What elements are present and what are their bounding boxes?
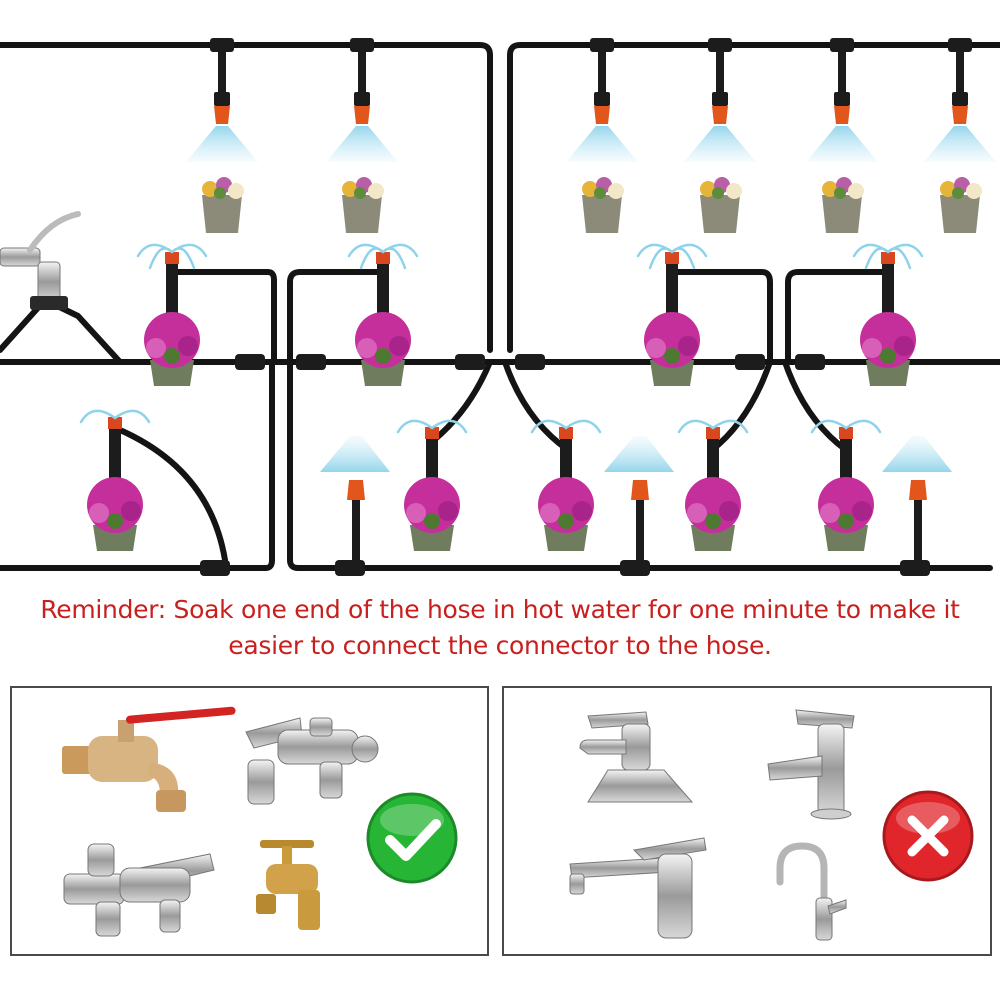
upright-mister-3 [882,436,952,560]
irrigation-system-diagram [0,38,1000,576]
hose-mid-branch [287,269,385,365]
gooseneck-faucet-icon [776,842,847,941]
hose-couplers [200,354,930,576]
reminder-line-1: Reminder: Soak one end of the hose in ho… [40,595,960,624]
flower-pots [87,177,982,551]
mister-5 [806,38,878,162]
green-pot-8 [685,427,741,551]
green-pot-4 [860,252,916,386]
hose-left-loop [0,42,493,353]
cross-icon [882,790,974,882]
green-pot-5 [87,417,143,551]
stone-pot-1 [202,177,244,233]
basin-mixer-faucet-icon [579,711,694,803]
upright-misters [320,436,952,560]
green-pot-3 [644,252,700,386]
top-misting-row [186,38,996,162]
mister-1 [186,38,258,162]
hose-drop-left [117,427,228,563]
stone-pot-2 [342,177,384,233]
upright-mister-1 [320,436,390,560]
stone-pot-5 [822,177,864,233]
hose-drop-mid2 [502,359,571,453]
hose-left-branch [172,269,277,365]
reminder-line-2: easier to connect the connector to the h… [228,631,772,660]
green-pot-2 [355,252,411,386]
drip-splashes [79,243,924,434]
kitchen-swivel-faucet-icon [569,837,707,939]
hose-right-branch-b [785,269,891,365]
hose-drop-mid [431,359,493,443]
incompatible-faucets-panel [502,686,992,956]
stone-pot-3 [582,177,624,233]
wall-mounted-chrome-tap-icon [245,717,379,805]
mister-2 [326,38,398,162]
stone-pot-6 [940,177,982,233]
hot-water-reminder: Reminder: Soak one end of the hose in ho… [20,592,980,664]
stone-pot-4 [700,177,742,233]
hose-right-branch-a [667,269,773,365]
dual-outlet-chrome-tap-icon [63,843,215,937]
upright-mister-2 [604,436,674,560]
mister-6 [924,38,996,162]
garden-tap-icon [0,211,81,310]
mister-4 [684,38,756,162]
green-pot-7 [538,427,594,551]
brass-ball-valve-tap-icon [62,706,236,812]
green-pot-9 [818,427,874,551]
hose-drop-right2 [782,359,849,453]
hose-drop-right [709,359,773,453]
brass-hose-bib-icon [256,840,320,930]
green-pot-6 [404,427,460,551]
hose-right-loop [507,42,1000,353]
check-icon [366,792,458,884]
tall-single-lever-faucet-icon [767,709,855,820]
compatible-faucets-panel [10,686,489,956]
hose-lower-middle-loop [287,359,993,571]
hose-lower-left-loop [0,359,275,571]
mister-3 [566,38,638,162]
green-pot-1 [144,252,200,386]
